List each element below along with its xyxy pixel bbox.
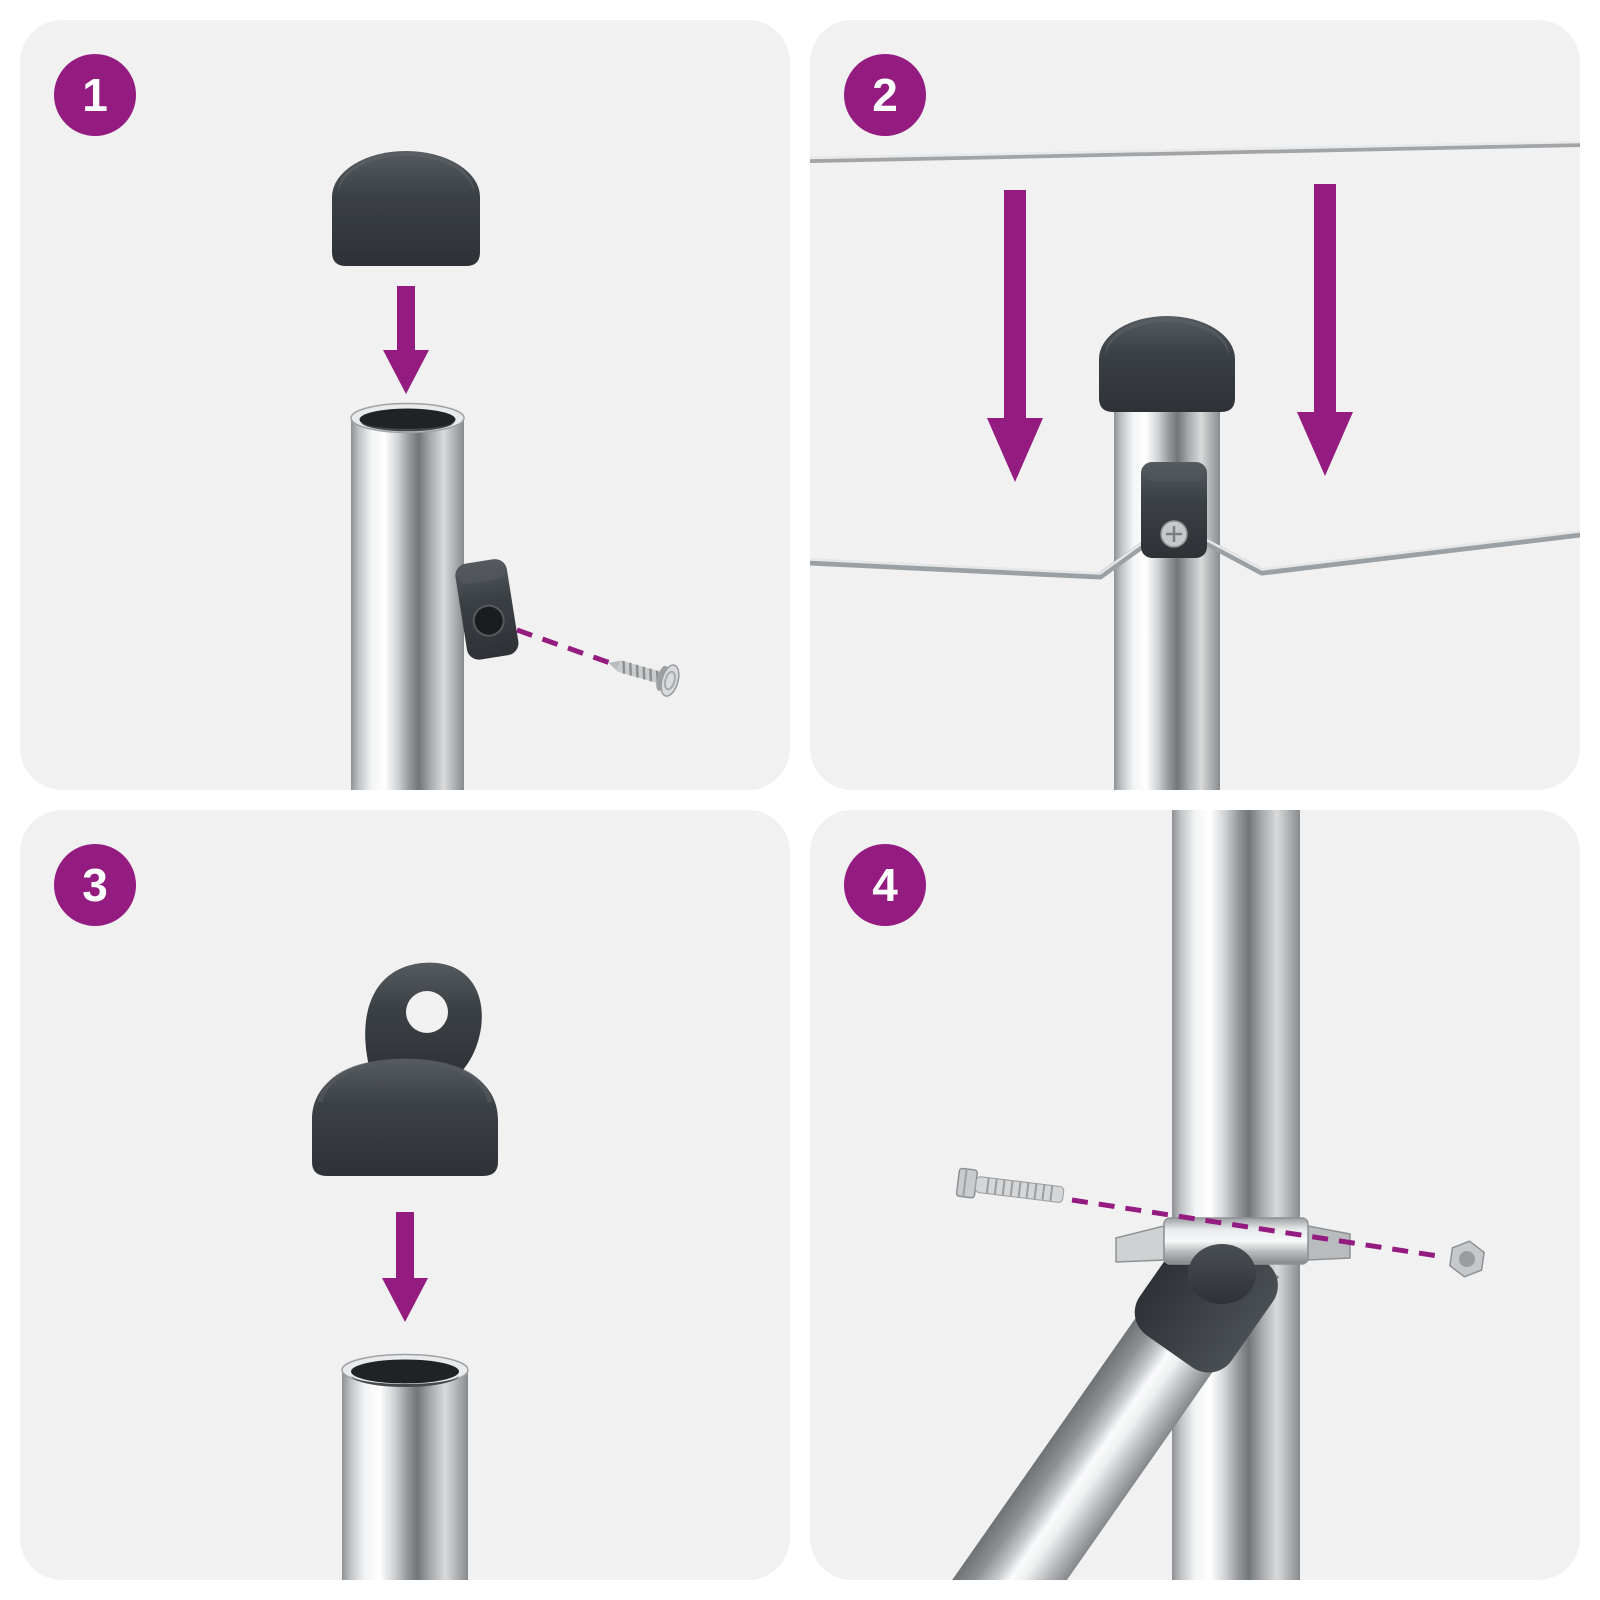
step-number: 2	[872, 69, 898, 121]
step-2-badge: 2	[844, 54, 926, 136]
pole-part	[341, 1353, 469, 1580]
clamp-part	[455, 559, 519, 660]
vertical-pole-part	[1172, 810, 1300, 1580]
joint-hinge-part	[1188, 1244, 1256, 1304]
step-4-badge: 4	[844, 844, 926, 926]
step-1-badge: 1	[54, 54, 136, 136]
step-3-panel: 3	[20, 810, 790, 1580]
step-number: 3	[82, 859, 108, 911]
nut-part	[1449, 1240, 1485, 1278]
top-wire-part	[810, 140, 1580, 163]
step-2-panel: 2	[810, 20, 1580, 790]
step-4-illustration	[898, 810, 1485, 1580]
pole-part	[350, 402, 465, 790]
step-2-illustration	[810, 140, 1580, 790]
step-1-panel: 1	[20, 20, 790, 790]
step-4-panel: 4	[810, 810, 1580, 1580]
step-number: 4	[872, 859, 898, 911]
step-1-illustration	[332, 151, 680, 790]
step-3-badge: 3	[54, 844, 136, 926]
screw-part	[608, 660, 680, 697]
down-arrow-icon	[987, 190, 1043, 482]
eyelet-cap-part	[312, 962, 498, 1176]
bracket-part	[1141, 462, 1207, 558]
bolt-part	[955, 1167, 1065, 1203]
post-cap-part	[332, 151, 480, 266]
down-arrow-icon	[1297, 184, 1353, 476]
dashed-guide-line	[516, 627, 617, 668]
down-arrow-icon	[383, 286, 429, 394]
post-cap-part	[1099, 316, 1235, 412]
step-3-illustration	[312, 962, 498, 1580]
step-number: 1	[82, 69, 108, 121]
down-arrow-icon	[382, 1212, 428, 1322]
dashed-guide-line	[1071, 1197, 1439, 1259]
